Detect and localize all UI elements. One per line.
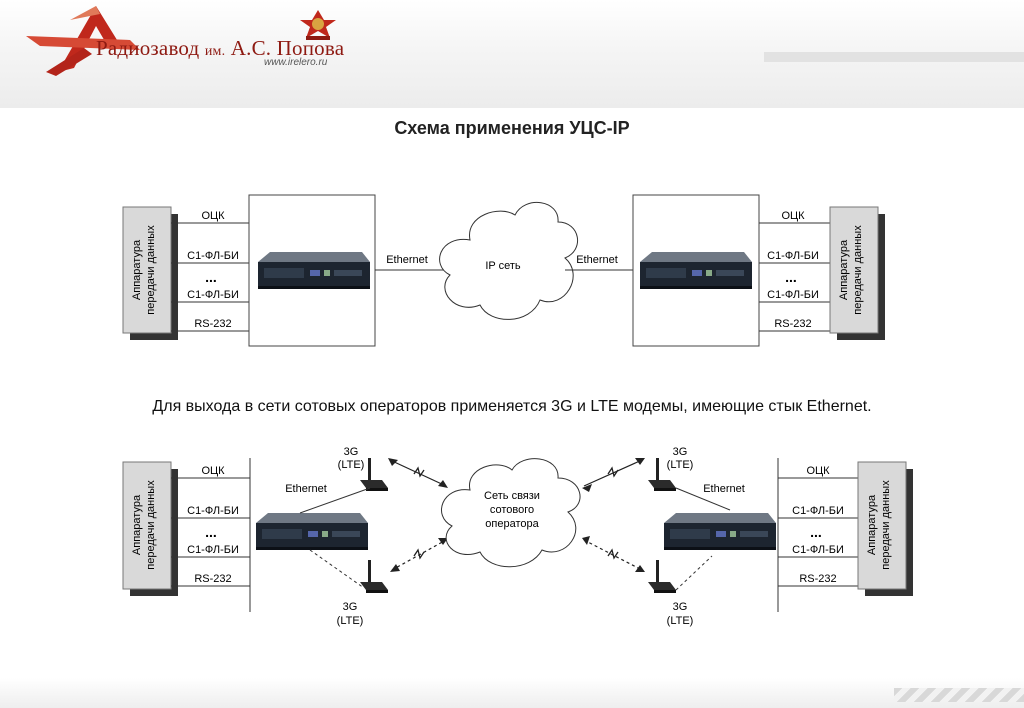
- iface-label-ock: ОЦК: [201, 465, 225, 477]
- equipment-label-line2: передачи данных: [145, 225, 157, 315]
- iface-label-c1: С1-ФЛ-БИ: [767, 250, 819, 262]
- modem-lte-label: (LTE): [667, 615, 694, 627]
- bottom-left-interface-lines: [171, 458, 251, 612]
- footer-band: [0, 678, 1024, 708]
- iface-label-c1: С1-ФЛ-БИ: [767, 289, 819, 301]
- brand-site: www.irelero.ru: [264, 57, 328, 68]
- iface-label-dots: ...: [810, 524, 822, 540]
- ethernet-label: Ethernet: [576, 254, 618, 266]
- equipment-label-line2: передачи данных: [145, 480, 157, 570]
- modem-3g-label: 3G: [344, 446, 359, 458]
- bottom-left-equipment: Аппаратура передачи данных: [122, 461, 178, 596]
- modem-lte-label: (LTE): [338, 459, 365, 471]
- cellular-label-line3: оператора: [485, 518, 539, 530]
- cellular-note: Для выхода в сети сотовых операторов при…: [152, 398, 872, 415]
- ip-network-cloud: [439, 201, 579, 320]
- iface-label-dots: ...: [785, 269, 797, 285]
- iface-label-c1: С1-ФЛ-БИ: [792, 505, 844, 517]
- iface-label-c1: С1-ФЛ-БИ: [187, 289, 239, 301]
- bottom-right-ucs-device: [664, 513, 776, 550]
- modem-dashed-line: [309, 549, 365, 589]
- iface-label-rs232: RS-232: [799, 573, 836, 585]
- iface-label-ock: ОЦК: [781, 210, 805, 222]
- equipment-label-line1: Аппаратура: [838, 239, 850, 300]
- iface-label-c1: С1-ФЛ-БИ: [792, 544, 844, 556]
- iface-label-c1: С1-ФЛ-БИ: [187, 544, 239, 556]
- iface-label-c1: С1-ФЛ-БИ: [187, 250, 239, 262]
- bottom-left-ucs-device: [256, 513, 368, 550]
- top-left-ucs-device: [258, 252, 370, 289]
- emblem-icon: [300, 10, 336, 40]
- modem-3g-label: 3G: [343, 601, 358, 613]
- equipment-label-line2: передачи данных: [880, 480, 892, 570]
- header-band: [0, 0, 1024, 108]
- ethernet-label: Ethernet: [386, 254, 428, 266]
- ethernet-label: Ethernet: [703, 483, 745, 495]
- bottom-right-interface-lines: [777, 458, 858, 612]
- modem-3g-label: 3G: [673, 446, 688, 458]
- modem-ethernet-line: [299, 487, 371, 514]
- brand-name: Радиозавод им. А.С. Попова: [96, 36, 345, 60]
- cellular-network-cloud: [441, 458, 581, 568]
- header-stripe: [764, 52, 1024, 62]
- top-right-device-frame: [632, 194, 760, 347]
- modem-lte-label: (LTE): [337, 615, 364, 627]
- cellular-label-line2: сотового: [490, 504, 534, 516]
- top-left-interface-lines: [171, 222, 249, 332]
- equipment-label-line1: Аппаратура: [131, 239, 143, 300]
- iface-label-ock: ОЦК: [201, 210, 225, 222]
- modem-ethernet-line: [675, 487, 731, 511]
- top-right-equipment: Аппаратура передачи данных: [829, 206, 885, 340]
- top-right-interface-lines: [759, 222, 830, 332]
- radio-link-line: [389, 459, 447, 487]
- bottom-right-equipment: Аппаратура передачи данных: [857, 461, 913, 596]
- ethernet-label: Ethernet: [285, 483, 327, 495]
- iface-label-ock: ОЦК: [806, 465, 830, 477]
- modem-lte-label: (LTE): [667, 459, 694, 471]
- iface-label-rs232: RS-232: [194, 573, 231, 585]
- modem-3g-label: 3G: [673, 601, 688, 613]
- top-right-ucs-device: [640, 252, 752, 289]
- ip-network-label: IP сеть: [485, 260, 521, 272]
- equipment-label-line2: передачи данных: [852, 225, 864, 315]
- iface-label-rs232: RS-232: [774, 318, 811, 330]
- bottom-left-modem-bottom: [360, 560, 388, 593]
- equipment-label-line1: Аппаратура: [866, 494, 878, 555]
- footer-stripe: [894, 688, 1024, 702]
- iface-label-c1: С1-ФЛ-БИ: [187, 505, 239, 517]
- iface-label-dots: ...: [205, 269, 217, 285]
- top-left-equipment: Аппаратура передачи данных: [122, 206, 178, 340]
- page-title: Схема применения УЦС-IP: [394, 118, 630, 138]
- modem-dashed-line: [675, 555, 713, 591]
- bottom-right-modem-bottom: [648, 560, 676, 593]
- iface-label-dots: ...: [205, 524, 217, 540]
- logo-star-icon: [26, 6, 140, 76]
- cellular-label-line1: Сеть связи: [484, 490, 540, 502]
- iface-label-rs232: RS-232: [194, 318, 231, 330]
- equipment-label-line1: Аппаратура: [131, 494, 143, 555]
